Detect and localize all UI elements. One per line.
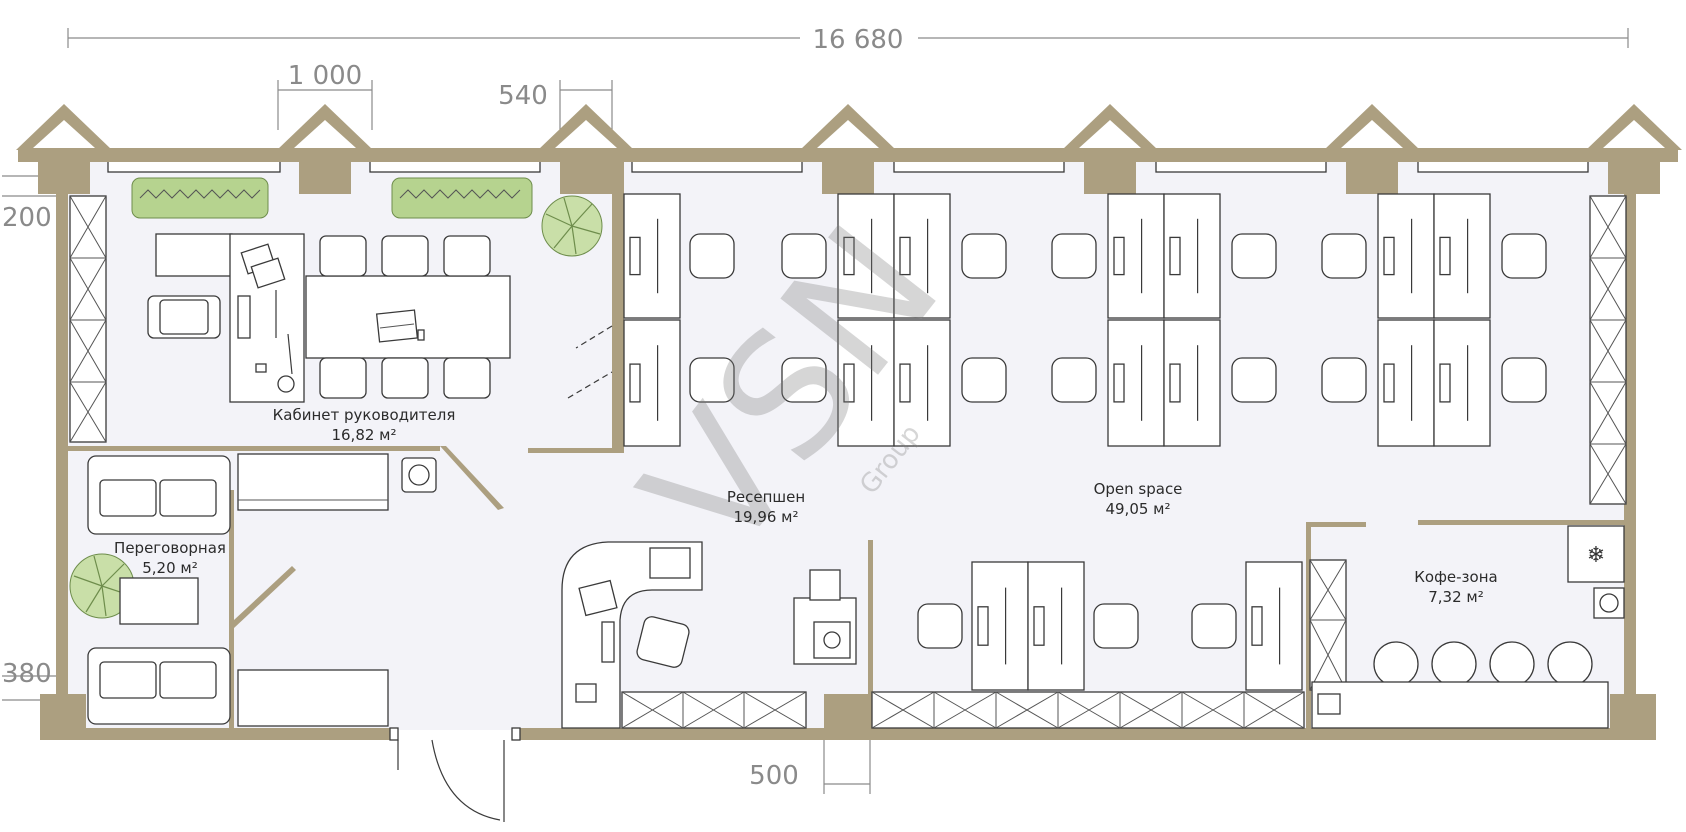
sofa-icon [87,455,231,535]
dim-bottom-offset: 380 [2,659,52,689]
sink-icon [401,457,437,493]
monitor-icon [899,363,911,403]
room-name-openspace: Open space [1094,480,1183,498]
stool-icon [1373,641,1593,687]
monitor-icon [843,363,855,403]
dim-window-gap: 540 [498,81,548,111]
chair-icon [1191,603,1237,649]
room-area-meeting: 5,20 м² [142,559,198,577]
sink-icon [1593,587,1625,619]
monitor-icon [1113,236,1125,276]
workstation-clusters [623,193,1547,691]
chair-icon [781,357,827,403]
room-name-reception: Ресепшен [727,488,805,506]
door-icon [389,727,521,822]
door-icon [575,325,613,349]
sofa-icon [87,647,231,725]
dim-total-width: 16 680 [813,25,904,55]
storage-cabinet-left [69,195,107,443]
chair-icon [1321,357,1367,403]
meeting-chairs [319,235,491,399]
room-name-director: Кабинет руководителя [273,406,456,424]
chair-icon [781,233,827,279]
open-space-storage [871,691,1305,729]
coffee-table [119,577,199,625]
walls [18,148,1678,740]
monitor-icon [1439,363,1451,403]
monitor-icon [1169,236,1181,276]
dim-door-offset: 500 [749,761,799,791]
sideboard [237,669,389,727]
monitor-icon [1033,606,1045,646]
sideboard [237,453,389,511]
printer-icon [793,569,857,665]
monitor-icon [629,363,641,403]
monitor-icon [843,236,855,276]
meeting-table [305,275,511,359]
chair-icon [1231,233,1277,279]
monitor-icon [1383,236,1395,276]
chair-icon [1093,603,1139,649]
room-area-reception: 19,96 м² [733,508,798,526]
chair-icon [1321,233,1367,279]
plant-planter-2 [391,177,533,219]
door-icon [567,371,613,399]
dim-pier-width: 1 000 [288,61,362,91]
chair-icon [689,357,735,403]
dim-top-offset: 200 [2,203,52,233]
coffee-counter [1311,681,1609,729]
monitor-icon [1439,236,1451,276]
monitor-icon [977,606,989,646]
reception-desk [561,541,703,729]
svg-text:❄: ❄ [1587,542,1605,567]
chair-icon [636,616,690,668]
plant-icon [541,195,603,257]
room-name-coffee: Кофе-зона [1414,568,1497,586]
chair-icon [1501,357,1547,403]
chair-icon [689,233,735,279]
monitor-icon [1251,606,1263,646]
chair-icon [961,357,1007,403]
room-area-director: 16,82 м² [331,426,396,444]
chair-icon [1051,233,1097,279]
chair-icon [147,295,221,339]
monitor-icon [1383,363,1395,403]
reception-storage [621,691,807,729]
chair-icon [1501,233,1547,279]
chair-icon [961,233,1007,279]
columns [16,104,1682,738]
chair-icon [1051,357,1097,403]
director-desk [155,233,305,403]
room-area-openspace: 49,05 м² [1105,500,1170,518]
fridge-icon: ❄ [1567,525,1625,583]
chair-icon [917,603,963,649]
room-area-coffee: 7,32 м² [1428,588,1484,606]
plant-planter-1 [131,177,269,219]
monitor-icon [1169,363,1181,403]
monitor-icon [899,236,911,276]
monitor-icon [1113,363,1125,403]
chair-icon [1231,357,1277,403]
monitor-icon [629,236,641,276]
storage-cabinet-right [1589,195,1627,505]
cabinet-icon [1309,559,1347,691]
room-name-meeting: Переговорная [114,539,226,557]
